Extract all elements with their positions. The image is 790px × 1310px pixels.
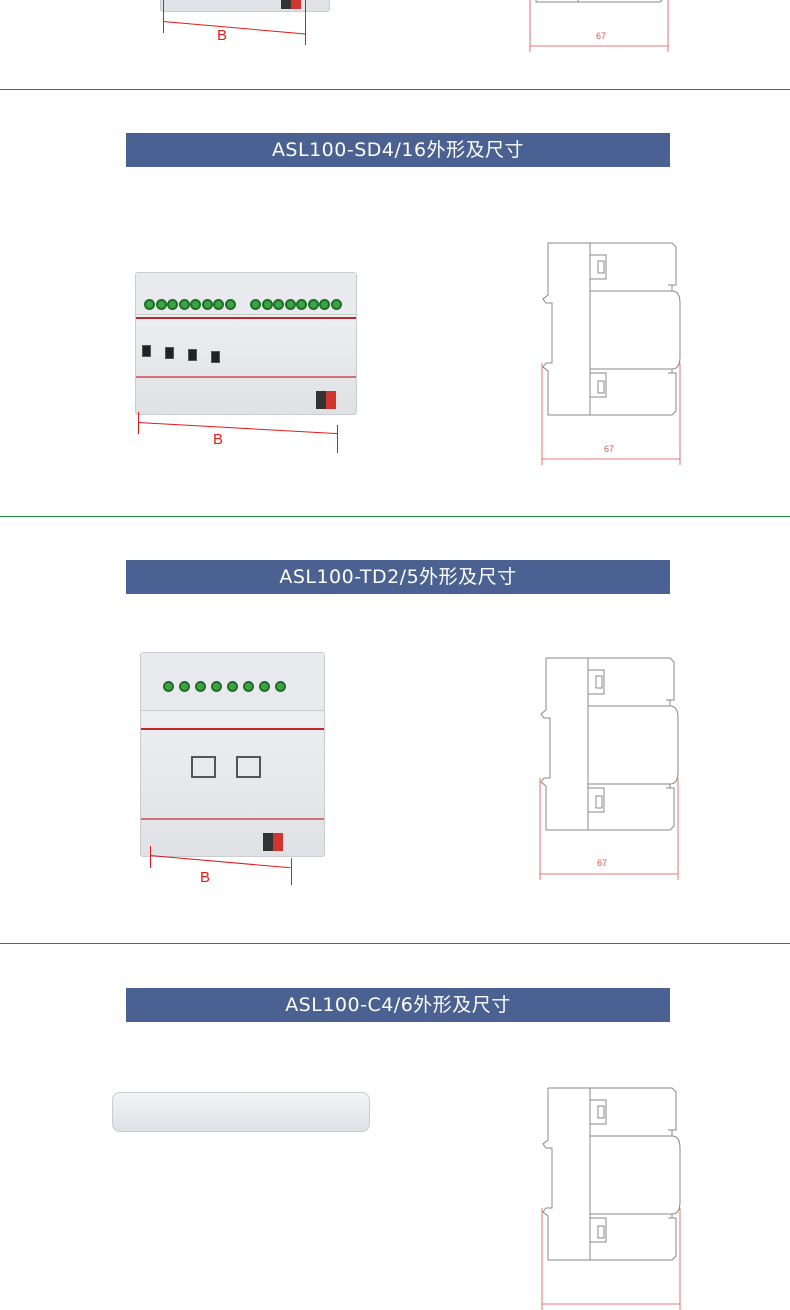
dimmer-symbol [191,756,216,778]
terminal-screw [307,299,319,310]
dimension-b-label: B [213,431,224,448]
terminal-screw [227,681,238,692]
terminal-screw [167,299,178,310]
dimension-b-label: B [217,27,228,44]
terminal-screw [201,299,213,310]
terminal-screw [211,681,222,692]
terminal-screw [296,299,307,310]
terminal-screw [224,299,236,310]
terminal-screw [179,681,190,692]
section-title: ASL100-SD4/16外形及尺寸 [126,133,670,167]
dimmer-symbol [236,756,261,778]
terminal-screw [275,681,286,692]
side-view-drawing [540,233,682,465]
section-title: ASL100-TD2/5外形及尺寸 [126,560,670,594]
terminal-screw [213,299,224,310]
side-view-drawing-partial [540,1078,682,1310]
terminal-screw [178,299,190,310]
power-switch [281,0,301,9]
terminal-screw [195,681,206,692]
terminal-screw [330,299,342,310]
terminal-screw [284,299,296,310]
product-photo-sd4-16 [135,272,357,415]
product-photo-c4-6 [112,1092,370,1132]
product-photo-partial [160,0,330,12]
dimension-b-label: B [200,869,211,886]
side-view-drawing-partial [528,0,670,52]
terminal-screw [163,681,174,692]
terminal-screw [144,299,155,310]
side-view-drawing [538,648,680,880]
terminal-screw [319,299,330,310]
terminal-screw [273,299,284,310]
dimension-depth-label: 67 [597,858,608,868]
terminal-screw [155,299,167,310]
product-photo-td2-5 [140,652,325,857]
terminal-screw [190,299,201,310]
section-title: ASL100-C4/6外形及尺寸 [126,988,670,1022]
terminal-screw [243,681,254,692]
dimension-depth-label: 67 [604,444,615,454]
section-divider [0,516,790,517]
terminal-screw [261,299,273,310]
dimension-depth-label: 67 [596,31,607,41]
terminal-screw [259,681,270,692]
section-divider [0,943,790,944]
section-divider [0,89,790,90]
terminal-screw [250,299,261,310]
